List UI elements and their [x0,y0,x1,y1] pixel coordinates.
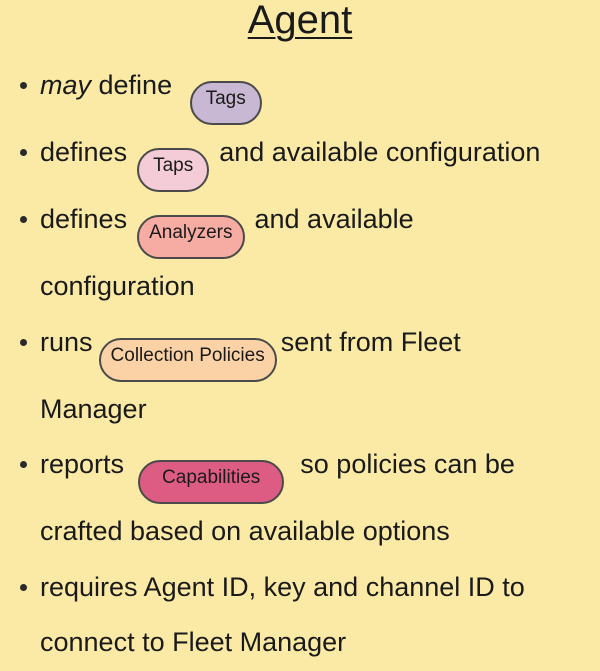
item-text: and available configuration [219,137,541,167]
bullet-dot-icon [20,338,27,346]
item-text: so policies can be crafted based on avai… [40,449,515,546]
tag-pill-tags: Tags [189,81,262,125]
bullet-dot-icon [20,216,27,223]
tag-pill-taps: Taps [137,148,210,192]
tag-pill-collection-policies: Collection Policies [98,337,277,382]
bullet-dot-icon [20,583,27,591]
item-text: requires Agent ID, key and channel ID to… [40,571,525,658]
tag-pill-analyzers: Analyzers [137,215,245,259]
item-text: and available configuration [40,204,414,301]
item-text: define [91,70,173,100]
agent-card: Agent may define Tags defines Taps and ava… [20,0,540,657]
item-text: reports [40,449,125,479]
list-item-taps: defines Taps and available configuration [18,125,600,192]
bullet-list: may define Tags defines Taps and available… [18,58,600,671]
title: Agent [247,0,353,42]
item-text: defines [40,204,128,234]
list-item-tags: may define Tags [18,58,600,125]
item-text: sent from Fleet Manager [40,326,461,424]
tag-pill-capabilities: Capabilities [138,460,285,504]
list-item-requires: requires Agent ID, key and channel ID to… [18,560,590,671]
item-text: runs [40,326,93,357]
bullet-dot-icon [20,461,27,468]
item-text: defines [40,137,128,167]
item-lead-emphasis: may [40,70,92,100]
bullet-dot-icon [20,82,27,89]
bullet-dot-icon [20,149,27,156]
